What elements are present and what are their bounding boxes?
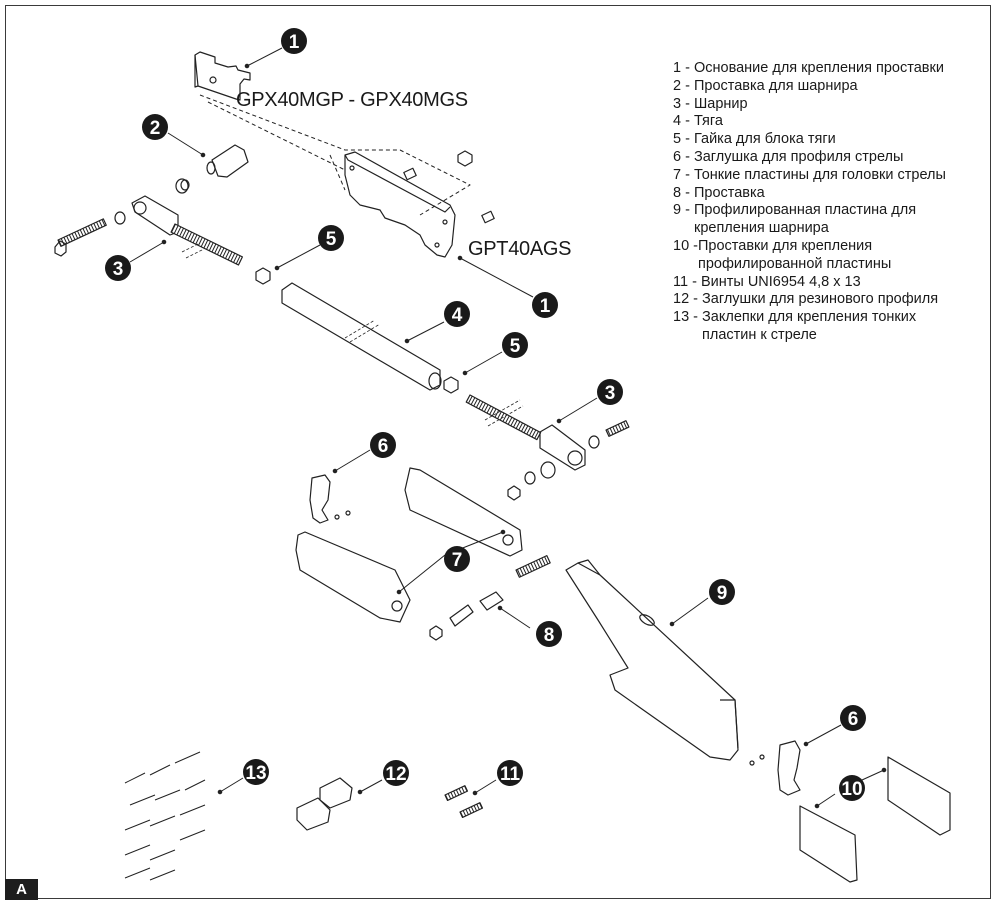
legend-item: 12 - Заглушки для резинового профиля [673, 291, 939, 308]
legend-item: 3 - Шарнир [673, 95, 748, 112]
hinge-right-part [465, 394, 630, 501]
svg-text:1: 1 [289, 32, 300, 53]
profiled-plate-part [565, 559, 739, 761]
figure-frame [5, 5, 991, 899]
legend-item: 4 - Тяга [673, 113, 723, 130]
rivets-part [124, 751, 206, 881]
hinge-left-part [54, 195, 271, 285]
callout-6-left: 6 [370, 432, 396, 458]
spacer-part [429, 555, 551, 641]
leader-lines [129, 47, 887, 809]
svg-text:5: 5 [326, 229, 337, 250]
svg-text:3: 3 [113, 259, 124, 280]
legend-item: 6 - Заглушка для профиля стрелы [673, 148, 904, 165]
boom-profile-cap-right-part [749, 740, 801, 796]
model-label-plate-bracket: GPT40AGS [468, 238, 571, 260]
svg-text:6: 6 [378, 436, 389, 457]
parts-legend: 1 - Основание для крепления проставки 2 … [673, 60, 983, 345]
callout-13: 13 [243, 759, 269, 785]
rubber-profile-caps-part [296, 777, 353, 831]
svg-text:2: 2 [150, 118, 161, 139]
legend-item: 9 - Профилированная пластина для креплен… [673, 202, 917, 237]
legend-item: 8 - Проставка [673, 184, 765, 201]
callout-6-right: 6 [840, 705, 866, 731]
callout-8: 8 [536, 621, 562, 647]
callout-7: 7 [444, 546, 470, 572]
legend-item: 2 - Проставка для шарнира [673, 77, 858, 94]
legend-item: 5 - Гайка для блока тяги [673, 131, 836, 148]
svg-text:3: 3 [605, 383, 616, 404]
svg-text:1: 1 [540, 296, 551, 317]
callout-2: 2 [142, 114, 168, 140]
legend-item: 11 - Винты UNI6954 4,8 x 13 [673, 273, 861, 290]
profiled-plate-spacers-part [799, 756, 951, 883]
boom-profile-cap-left-part [309, 474, 351, 524]
svg-text:10: 10 [841, 779, 862, 800]
svg-text:11: 11 [500, 764, 521, 785]
hinge-spacer-part [175, 144, 249, 194]
svg-text:12: 12 [385, 764, 406, 785]
svg-text:8: 8 [544, 625, 555, 646]
legend-item: 7 - Тонкие пластины для головки стрелы [673, 166, 946, 183]
callout-9: 9 [709, 579, 735, 605]
rod-part [281, 282, 459, 394]
svg-text:4: 4 [452, 305, 463, 326]
plate-bracket-part [344, 150, 495, 258]
svg-text:6: 6 [848, 709, 859, 730]
section-tab: A [5, 879, 38, 900]
thin-plates-part [295, 467, 523, 623]
callout-3-right: 3 [597, 379, 623, 405]
legend-item: 13 - Заклепки для крепления тонких пласт… [673, 309, 917, 343]
svg-text:9: 9 [717, 583, 728, 604]
callout-1-plate: 1 [532, 292, 558, 318]
top-bracket-part [194, 51, 251, 101]
screws-part [444, 785, 484, 819]
callout-1-top: 1 [281, 28, 307, 54]
legend-item: 10 - Проставки для крепления профилирова… [673, 237, 892, 272]
svg-text:7: 7 [452, 550, 463, 571]
svg-text:5: 5 [510, 336, 521, 357]
callout-5-left: 5 [318, 225, 344, 251]
callout-12: 12 [383, 760, 409, 786]
callout-5-right: 5 [502, 332, 528, 358]
model-label-top-bracket: GPX40MGP - GPX40MGS [236, 89, 468, 111]
callout-4: 4 [444, 301, 470, 327]
svg-text:13: 13 [245, 763, 266, 784]
callout-10: 10 [839, 775, 865, 801]
callout-3-left: 3 [105, 255, 131, 281]
callout-11: 11 [497, 760, 523, 786]
legend-item: 1 - Основание для крепления проставки [673, 60, 944, 76]
